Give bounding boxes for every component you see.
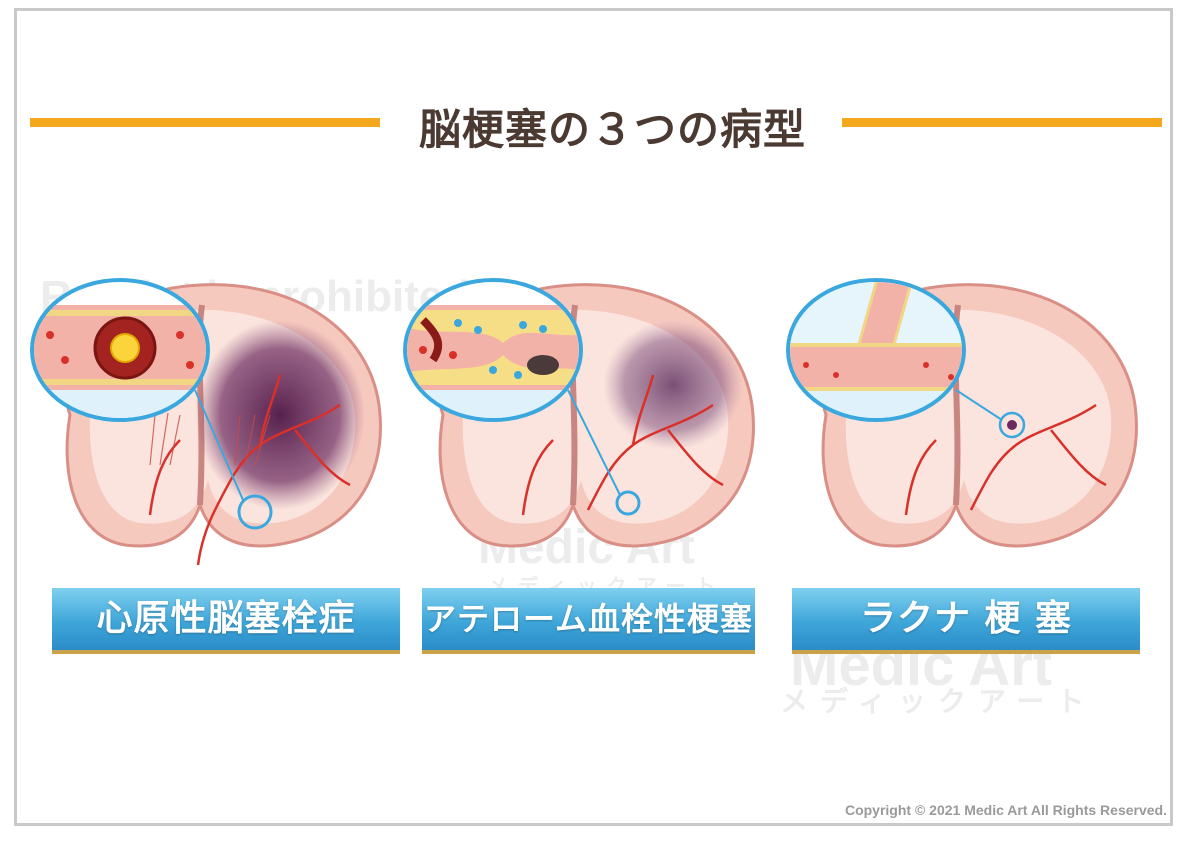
page-title: 脳梗塞の３つの病型 [418,105,806,154]
copyright-text: Copyright © 2021 Medic Art All Rights Re… [844,802,1167,818]
title-accent-bar-right [842,118,1162,127]
brain-illustration-lacunar [786,278,1138,548]
label-underline-3 [792,652,1140,654]
title-accent-bar-left [30,118,380,127]
brain-illustration-atherothrombotic [403,278,755,548]
label-underline-2 [422,652,755,654]
label-lacunar: ラクナ 梗 塞 [792,588,1140,650]
label-atherothrombotic: アテローム血栓性梗塞 [422,588,755,650]
label-underline-1 [52,652,400,654]
brain-illustration-cardioembolic [30,278,382,565]
label-cardioembolic: 心原性脳塞栓症 [52,588,400,650]
watermark-brand-right-kana: メディックアート [780,686,1097,717]
